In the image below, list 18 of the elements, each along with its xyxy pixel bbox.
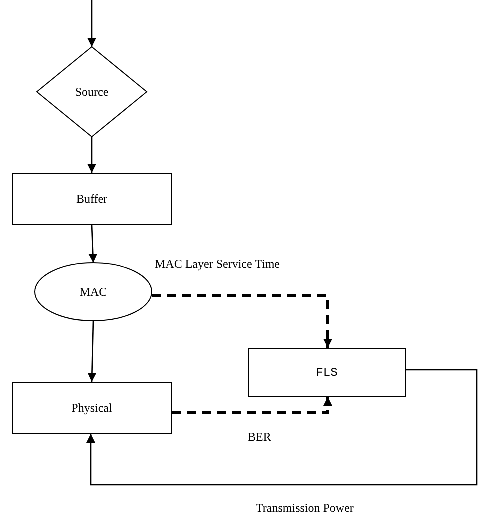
- node-label: Buffer: [76, 192, 108, 206]
- node-label: Physical: [72, 400, 112, 416]
- process-box: [12, 382, 172, 434]
- arrow: [152, 294, 332, 348]
- decision-diamond: [37, 47, 147, 137]
- arrow: [88, 137, 96, 173]
- arrow: [86, 369, 478, 486]
- arrow: [88, 224, 98, 264]
- node-label: Source: [75, 84, 109, 100]
- arrow: [88, 0, 96, 47]
- node-label: FLS: [316, 366, 338, 380]
- process-ellipse: [35, 263, 152, 321]
- arrow: [172, 397, 332, 414]
- edge-label: MAC Layer Service Time: [155, 257, 280, 272]
- node-label: MAC: [80, 284, 108, 300]
- arrow: [88, 320, 97, 382]
- process-box: [248, 348, 406, 397]
- process-box: [12, 173, 172, 225]
